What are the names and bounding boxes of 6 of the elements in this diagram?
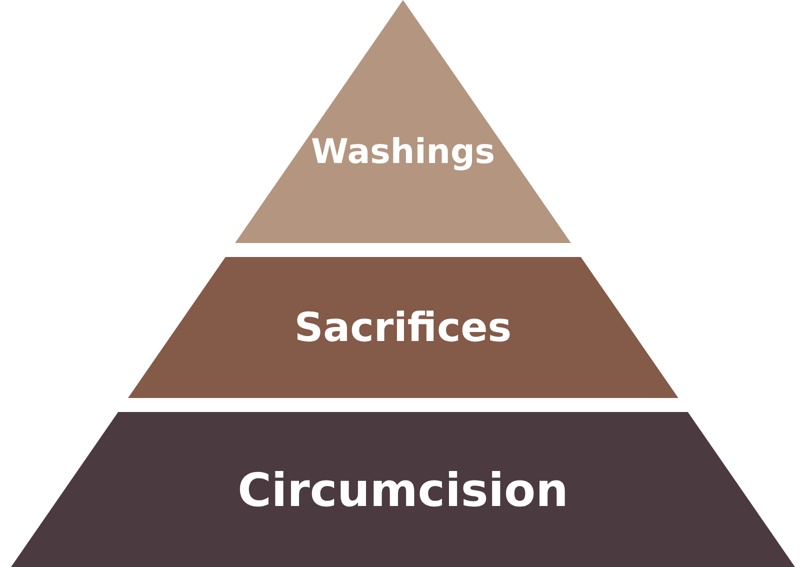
- pyramid-tier: [128, 257, 678, 398]
- pyramid-tier: [11, 412, 795, 567]
- tier-label: Sacrifices: [294, 304, 512, 350]
- tier-label: Circumcision: [238, 462, 568, 516]
- pyramid-tier: [235, 0, 571, 243]
- tier-label: Washings: [310, 132, 496, 172]
